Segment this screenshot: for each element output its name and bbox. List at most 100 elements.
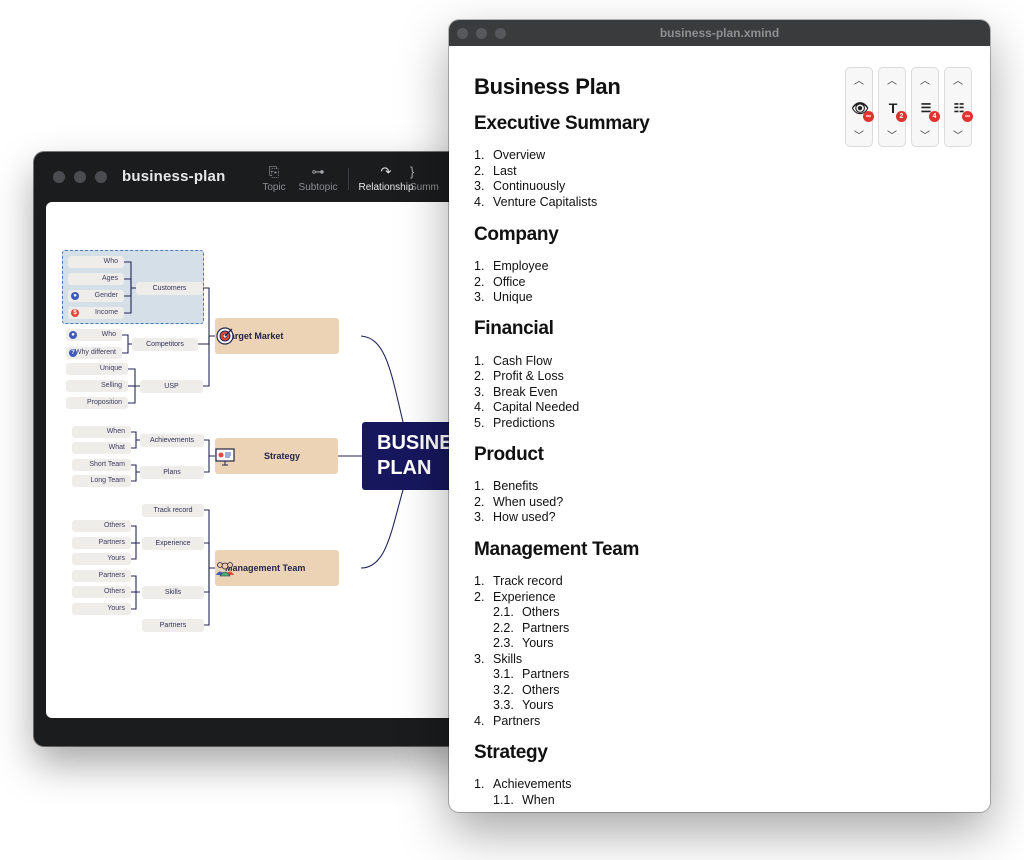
dollar-marker-icon: $: [71, 309, 79, 317]
text-level-control[interactable]: ︿ T 2 ﹀: [878, 67, 907, 147]
subtopic-track-record[interactable]: Track record: [142, 504, 204, 517]
subtopic-partners[interactable]: Partners: [142, 619, 204, 632]
leaf-gender[interactable]: ● Gender: [68, 290, 124, 302]
item-number: 1.: [474, 148, 485, 162]
leaf-income[interactable]: $ Income: [68, 307, 124, 319]
close-button[interactable]: [53, 171, 65, 183]
outline-window: business-plan.xmind ︿ 👁 ∞ ﹀ ︿ T 2 ﹀ ︿ ☰ …: [449, 20, 990, 812]
outline-titlebar: business-plan.xmind: [449, 20, 990, 46]
item-number: 4.: [474, 714, 485, 728]
item-number: 1.1.: [493, 793, 514, 807]
minimize-button[interactable]: [476, 28, 487, 39]
subtopic-competitors[interactable]: Competitors: [132, 338, 198, 351]
list-item: 2.3.Yours: [493, 636, 554, 650]
leaf-experience-yours[interactable]: Yours: [72, 553, 131, 565]
item-text: Others: [522, 605, 560, 619]
list-item: 2.Experience: [474, 590, 556, 604]
item-text: Overview: [493, 148, 546, 162]
leaf-experience-others[interactable]: Others: [72, 520, 131, 532]
item-text: When: [522, 793, 555, 807]
leaf-selling[interactable]: Selling: [66, 380, 128, 392]
topic-management-team[interactable]: Management Team: [215, 550, 339, 586]
topic-icon: ⎘: [268, 164, 280, 179]
chevron-down-icon[interactable]: ﹀: [887, 131, 897, 142]
list-item: 3.2.Others: [493, 683, 560, 697]
subtopic-plans[interactable]: Plans: [140, 466, 204, 479]
chevron-up-icon[interactable]: ︿: [920, 76, 930, 87]
leaf-ages[interactable]: Ages: [68, 273, 124, 285]
mindmap-titlebar: business-plan ⎘ Topic ⊶ Subtopic ↷ Relat…: [34, 152, 474, 202]
subtopic-achievements[interactable]: Achievements: [140, 434, 204, 447]
team-icon: [216, 562, 234, 577]
item-text: Break Even: [493, 385, 558, 399]
person-marker-icon: ●: [69, 331, 77, 339]
list-item: 2.Office: [474, 275, 525, 289]
list-item: 4.Venture Capitalists: [474, 195, 597, 209]
subtopic-skills[interactable]: Skills: [142, 586, 204, 599]
leaf-unique[interactable]: Unique: [66, 363, 128, 375]
item-number: 3.1.: [493, 667, 514, 681]
chevron-down-icon[interactable]: ﹀: [854, 131, 864, 142]
item-text: Skills: [493, 652, 523, 666]
topic-target-market[interactable]: Target Market: [215, 318, 339, 354]
section-heading: Executive Summary: [474, 113, 650, 134]
item-text: Yours: [522, 636, 554, 650]
leaf-experience-partners[interactable]: Partners: [72, 537, 131, 549]
subtopic-tool-button[interactable]: ⊶ Subtopic: [288, 162, 348, 193]
item-number: 1.: [474, 259, 485, 273]
list-item: 3.Continuously: [474, 179, 565, 193]
relationship-tool-button[interactable]: ↷ Relationship: [356, 162, 416, 193]
toolbar-divider: [348, 168, 349, 190]
mindmap-canvas[interactable]: Target Market Customers Who Ages ● Gende…: [46, 202, 474, 718]
relationship-tool-label: Relationship: [358, 182, 414, 193]
item-text: Partners: [522, 667, 570, 681]
leaf-skills-partners[interactable]: Partners: [72, 570, 131, 582]
bullet-list-badge: ∞: [962, 111, 973, 122]
subtopic-experience[interactable]: Experience: [142, 537, 204, 550]
item-number: 5.: [474, 416, 485, 430]
minimize-button[interactable]: [74, 171, 86, 183]
topic-tool-button[interactable]: ⎘ Topic: [244, 162, 304, 193]
summary-tool-label: Summ: [410, 182, 439, 193]
item-number: 2.1.: [493, 605, 514, 619]
topic-strategy[interactable]: Strategy: [215, 438, 338, 474]
summary-tool-button[interactable]: } Summ: [410, 162, 450, 193]
question-marker-icon: ?: [69, 349, 77, 357]
section-heading: Management Team: [474, 539, 640, 560]
chevron-down-icon[interactable]: ﹀: [920, 131, 930, 142]
numbered-list-control[interactable]: ︿ ☰ 4 ﹀: [911, 67, 940, 147]
summary-icon: }: [410, 164, 415, 179]
item-number: 2.: [474, 275, 485, 289]
leaf-long-team[interactable]: Long Team: [72, 475, 131, 487]
maximize-button[interactable]: [95, 171, 107, 183]
leaf-proposition[interactable]: Proposition: [66, 397, 128, 409]
chevron-up-icon[interactable]: ︿: [854, 76, 864, 87]
section-heading: Strategy: [474, 742, 548, 763]
leaf-why-different[interactable]: ? Why different: [66, 347, 122, 359]
chevron-up-icon[interactable]: ︿: [887, 76, 897, 87]
leaf-what[interactable]: What: [72, 442, 131, 454]
presentation-icon: [215, 448, 235, 466]
subtopic-icon: ⊶: [311, 164, 325, 179]
leaf-who[interactable]: Who: [68, 256, 124, 268]
topic-management-team-label: Management Team: [225, 563, 306, 573]
leaf-short-team[interactable]: Short Team: [72, 459, 131, 471]
chevron-down-icon[interactable]: ﹀: [953, 131, 963, 142]
maximize-button[interactable]: [495, 28, 506, 39]
subtopic-usp[interactable]: USP: [140, 380, 203, 393]
relationship-icon: ↷: [380, 164, 392, 179]
leaf-when[interactable]: When: [72, 426, 131, 438]
item-number: 1.: [474, 574, 485, 588]
list-item: 1.Benefits: [474, 479, 538, 493]
leaf-competitor-who[interactable]: ● Who: [66, 329, 122, 341]
bullet-list-control[interactable]: ︿ ☷ ∞ ﹀: [944, 67, 973, 147]
subtopic-customers[interactable]: Customers: [136, 282, 203, 295]
item-text: Partners: [493, 714, 541, 728]
item-number: 1.: [474, 354, 485, 368]
leaf-skills-others[interactable]: Others: [72, 586, 131, 598]
close-button[interactable]: [457, 28, 468, 39]
visibility-control[interactable]: ︿ 👁 ∞ ﹀: [845, 67, 874, 147]
list-item: 5.Predictions: [474, 416, 555, 430]
leaf-skills-yours[interactable]: Yours: [72, 603, 131, 615]
chevron-up-icon[interactable]: ︿: [953, 76, 963, 87]
